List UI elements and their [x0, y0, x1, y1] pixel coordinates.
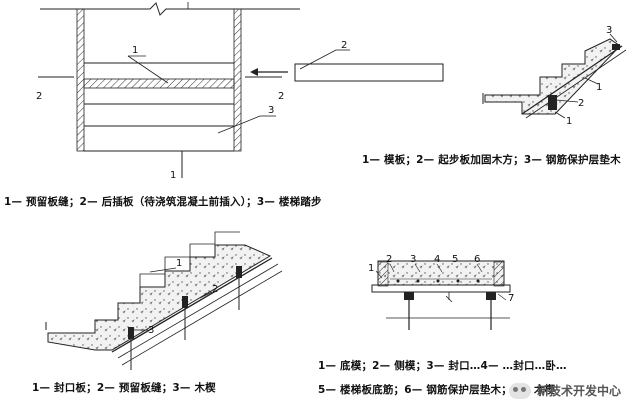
- caption-top-left: 1— 预留板缝；2— 后插板（待浇筑混凝土前插入）；3— 楼梯踏步: [4, 196, 322, 208]
- label-bl-2: 2: [212, 284, 218, 295]
- label-tl-2c: 2: [341, 40, 347, 51]
- label-br-2: 2: [386, 254, 392, 265]
- label-tl-2b: 2: [278, 91, 284, 102]
- label-tl-1: 1: [132, 45, 138, 56]
- label-tr-3: 3: [606, 25, 612, 36]
- label-bl-1: 1: [176, 258, 182, 269]
- watermark-text: 新技术开发中心: [536, 384, 621, 398]
- label-tr-1a: 1: [566, 116, 572, 127]
- wechat-icon: [508, 382, 531, 399]
- watermark: 新技术开发中心: [508, 382, 621, 399]
- label-br-4: 4: [434, 254, 440, 265]
- diagram-bottom-right: [371, 260, 511, 330]
- label-tl-1b: 1: [170, 170, 176, 181]
- caption-bottom-right-line1: 1— 底模；2— 侧模；3— 封口…4— …封口…卧…: [318, 360, 567, 372]
- label-tr-1b: 1: [596, 82, 602, 93]
- label-bl-3: 3: [148, 325, 154, 336]
- caption-top-right: 1— 模板；2— 起步板加固木方；3— 钢筋保护层垫木: [362, 154, 621, 166]
- label-tl-3: 3: [268, 105, 274, 116]
- caption-bottom-left: 1— 封口板；2— 预留板缝；3— 木楔: [32, 382, 216, 394]
- label-tl-2a: 2: [36, 91, 42, 102]
- label-br-7: 7: [508, 293, 514, 304]
- caption-bottom-right-line2: 5— 楼梯板底筋；6— 钢筋保护层垫木；7— 木楔: [318, 384, 556, 396]
- label-tr-2: 2: [578, 98, 584, 109]
- diagram-bottom-left: [45, 231, 283, 370]
- label-br-3: 3: [410, 254, 416, 265]
- label-br-1: 1: [368, 263, 374, 274]
- label-br-6: 6: [474, 254, 480, 265]
- label-br-5: 5: [452, 254, 458, 265]
- diagram-top-left: [38, 2, 444, 178]
- diagram-top-right: [482, 33, 627, 119]
